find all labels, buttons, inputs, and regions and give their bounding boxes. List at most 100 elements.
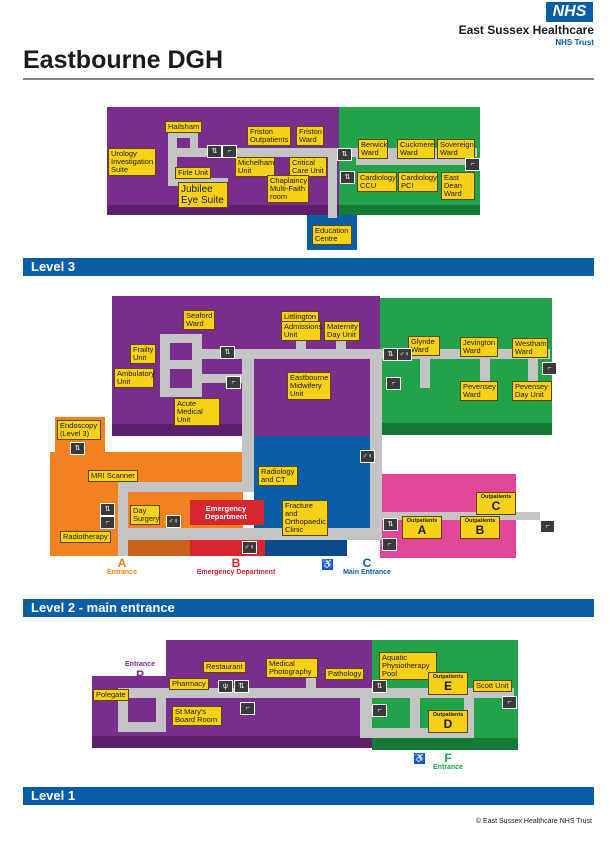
endoscopy-label: Endoscopy (Level 3) <box>57 420 101 440</box>
lift-icon: ⇅ <box>340 171 355 184</box>
level1-corridor-north <box>306 676 316 690</box>
outpatients-letter: A <box>417 523 427 537</box>
mri-label: MRI Scanner <box>88 470 138 482</box>
outpatients-a-label: Outpatients A <box>402 516 442 539</box>
level3-corridor-down <box>328 148 337 218</box>
entrance-c-text: Main Entrance <box>343 569 391 576</box>
seaford-label: Seaford Ward <box>183 310 215 330</box>
level2-corridor-bottom <box>118 528 382 540</box>
outpatients-word: Outpatients <box>406 518 438 524</box>
lift-icon: ⇅ <box>383 348 398 361</box>
outpatients-d-label: Outpatients D <box>428 710 468 733</box>
berwick-label: Berwick Ward <box>358 139 388 159</box>
accessible-icon: ♿ <box>414 753 426 764</box>
day-surgery-label: Day Surgery <box>130 505 160 525</box>
level2-corridor-loop-b <box>160 388 202 397</box>
level2-bar: Level 2 - main entrance <box>23 599 594 617</box>
outpatients-letter: C <box>491 499 501 513</box>
friston-outpatients-label: Friston Outpatients <box>247 126 291 146</box>
level2-corridor-west <box>202 374 246 383</box>
level3-corridor-loop-top <box>168 130 198 138</box>
level2-green-strip <box>380 423 552 435</box>
lift-icon: ⇅ <box>234 680 249 693</box>
level2-corridor-green-s <box>420 358 430 388</box>
stairs-icon: ⌐ <box>372 704 387 717</box>
level3-corridor-green <box>356 157 474 165</box>
stairs-icon: ⌐ <box>540 520 555 533</box>
entrance-f-letter: F <box>444 751 452 765</box>
level1-green-strip <box>372 738 518 750</box>
cuckmere-label: Cuckmere Ward <box>397 139 435 159</box>
toilets-icon: ♂♀ <box>166 515 181 528</box>
level1-bar: Level 1 <box>23 787 594 805</box>
aquatic-label: Aquatic Physiotherapy Pool <box>379 652 437 680</box>
level2-green-zone <box>380 298 552 435</box>
level2-corridor-east <box>370 349 382 539</box>
friston-ward-label: Friston Ward <box>296 126 324 146</box>
outpatients-word: Outpatients <box>464 518 496 524</box>
admissions-label: Admissions Unit <box>281 321 322 341</box>
entrance-p: Entrance P <box>120 661 160 681</box>
frailty-label: Frailty Unit <box>130 344 156 364</box>
entrance-b-text: Emergency Department <box>196 569 276 576</box>
critical-care-label: Critical Care Unit <box>289 157 327 177</box>
maternity-label: Maternity Day Unit <box>324 321 360 341</box>
page-title: Eastbourne DGH <box>23 46 224 74</box>
outpatients-letter: D <box>443 717 453 731</box>
stairs-icon: ⌐ <box>465 158 480 171</box>
outpatients-b-label: Outpatients B <box>460 516 500 539</box>
entrance-b: B Emergency Department <box>190 557 282 577</box>
level3-bar: Level 3 <box>23 258 594 276</box>
level2-corridor-southv <box>118 482 128 556</box>
medical-photography-label: Medical Photography <box>266 658 318 678</box>
jubilee-label: Jubilee Eye Suite <box>178 182 228 208</box>
level2-purple-strip <box>112 424 242 436</box>
michelham-label: Michelham Unit <box>235 157 275 177</box>
outpatients-letter: E <box>443 679 452 693</box>
level1-purple-strip <box>92 736 378 748</box>
outpatients-word: Outpatients <box>432 674 464 680</box>
outpatients-letter: B <box>475 523 485 537</box>
emergency-zone <box>190 500 264 525</box>
level2-corridor-centre <box>242 349 254 489</box>
stairs-icon: ⌐ <box>502 696 517 709</box>
ambulatory-label: Ambulatory Unit <box>114 368 155 388</box>
toilets-icon: ♂♀ <box>360 450 375 463</box>
pharmacy-label: Pharmacy <box>169 678 209 690</box>
level1-corridor-mid <box>156 688 166 732</box>
fracture-label: Fracture and Orthopaedic Clinic <box>282 500 328 536</box>
westham-label: Westham Ward <box>512 338 548 358</box>
sovereign-label: Sovereign Ward <box>437 139 475 159</box>
level2-corridor-green-s2 <box>480 358 490 384</box>
entrance-a: A Entrance <box>100 557 144 577</box>
stairs-icon: ⌐ <box>226 376 241 389</box>
st-marys-label: St Mary's Board Room <box>172 706 222 726</box>
lift-icon: ⇅ <box>100 503 115 516</box>
emergency-label: Emergency Department <box>205 504 247 521</box>
level3-green-strip <box>339 205 480 215</box>
restaurant-label: Restaurant <box>203 661 246 673</box>
lift-icon: ⇅ <box>372 680 387 693</box>
polegate-label: Polegate <box>93 689 129 701</box>
level2-corridor-green-s3 <box>528 358 538 384</box>
radiotherapy-label: Radiotherapy <box>60 531 111 543</box>
education-label: Education Centre <box>312 225 352 245</box>
outpatients-word: Outpatients <box>432 712 464 718</box>
entrance-c-letter: C <box>362 556 372 570</box>
level1-corridor-main <box>120 688 514 698</box>
entrance-a-text: Entrance <box>107 569 137 576</box>
pevensey-label: Pevensey Ward <box>460 381 498 401</box>
level1-corridor-green2 <box>464 688 474 738</box>
level1-corridor-west <box>118 688 128 732</box>
lift-icon: ⇅ <box>70 442 85 455</box>
level3-purple-strip <box>107 205 339 215</box>
cardiology-pci-label: Cardiology PCI <box>398 172 438 192</box>
entrance-p-letter: P <box>135 668 144 682</box>
level3-corridor-stub <box>190 130 198 155</box>
entrance-b-letter: B <box>231 556 241 570</box>
stairs-icon: ⌐ <box>100 516 115 529</box>
outpatients-e-label: Outpatients E <box>428 672 468 695</box>
east-dean-label: East Dean Ward <box>441 172 475 200</box>
pevensey-day-label: Pevensey Day Unit <box>512 381 552 401</box>
chaplaincy-label: Chaplaincy Multi-Faith room <box>267 175 309 203</box>
